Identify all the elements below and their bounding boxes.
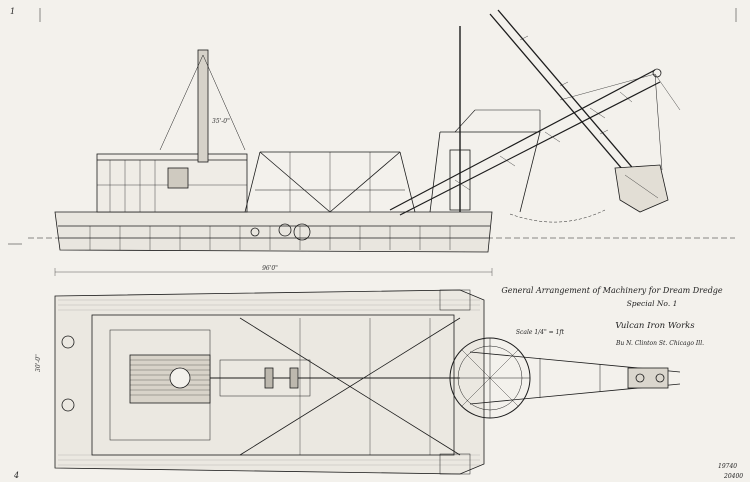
plan-bracing: [239, 317, 461, 456]
gear-wheel: [250, 227, 260, 237]
hull-side: [54, 211, 493, 253]
plan-view: [54, 289, 681, 475]
company-address: Bu N. Clinton St. Chicago Ill.: [615, 340, 704, 347]
dipper-bucket: [614, 164, 669, 213]
sheet-mark-top-left: 1: [10, 7, 15, 16]
hoist-engine: [449, 149, 471, 211]
sheet-ticks: [8, 8, 737, 245]
scale-note: Scale 1/4" = 1ft: [516, 329, 565, 336]
a-frame-truss: [244, 151, 416, 213]
stack-height-label: 35'-0": [212, 118, 230, 125]
sheet-mark-bottom-right-a: 19740: [718, 463, 737, 470]
beam-dimension-label: 30'-0": [35, 354, 42, 372]
hoist-cable: [509, 209, 606, 223]
overall-length-label: 96'0": [262, 265, 278, 272]
smokestack: [197, 49, 209, 163]
gear-wheel: [278, 223, 292, 237]
sheet-mark-bottom-right-b: 20400: [723, 473, 743, 480]
plan-stack-circle: [169, 367, 191, 389]
gear-wheel: [293, 223, 311, 241]
plan-boom: [469, 351, 681, 405]
sheet-mark-bottom-left: 4: [13, 471, 19, 480]
boiler: [167, 167, 189, 189]
drawing-subtitle: Special No. 1: [627, 299, 678, 308]
porthole: [61, 398, 75, 412]
porthole: [61, 335, 75, 349]
side-elevation: [28, 9, 735, 253]
company-name: Vulcan Iron Works: [615, 321, 695, 331]
overall-length-dimension: [54, 268, 493, 276]
drawing-title: General Arrangement of Machinery for Dre…: [501, 286, 723, 295]
dipper-handle: [489, 9, 649, 191]
plan-deck-outline: [91, 314, 455, 456]
hull-frames: [89, 226, 451, 250]
title-block: General Arrangement of Machinery for Dre…: [501, 286, 723, 347]
